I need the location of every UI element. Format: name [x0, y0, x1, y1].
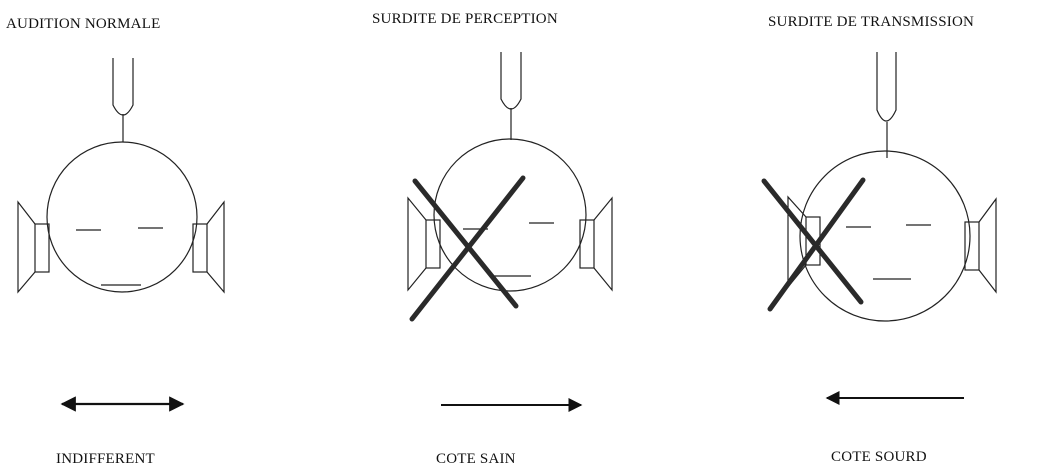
tuning-fork-icon: [500, 52, 522, 140]
panel-transmission: [761, 52, 997, 405]
panel-title-normal: AUDITION NORMALE: [6, 16, 161, 32]
panel-normal: [17, 58, 225, 412]
right-earphone-icon: [192, 200, 225, 294]
face-icon: [463, 222, 554, 277]
right-earphone-icon: [964, 197, 997, 294]
face-icon: [76, 227, 163, 286]
left-earphone-icon: [407, 196, 441, 292]
panel-caption-perception: COTE SAIN: [436, 451, 516, 467]
panel-caption-normal: INDIFFERENT: [56, 451, 155, 467]
head-icon: [433, 138, 587, 292]
tuning-fork-icon: [112, 58, 134, 142]
panel-title-perception: SURDITE DE PERCEPTION: [372, 11, 558, 27]
head-icon: [46, 141, 198, 293]
panel-caption-transmission: COTE SOURD: [831, 449, 927, 465]
right-earphone-icon: [579, 196, 613, 292]
tuning-fork-icon: [876, 52, 897, 158]
head-icon: [799, 150, 971, 322]
panel-perception: [407, 52, 613, 412]
face-icon: [846, 224, 931, 280]
cross-mark-icon: [409, 175, 526, 322]
cross-mark-icon: [761, 177, 866, 312]
panel-title-transmission: SURDITE DE TRANSMISSION: [768, 14, 975, 30]
left-earphone-icon: [17, 200, 50, 294]
